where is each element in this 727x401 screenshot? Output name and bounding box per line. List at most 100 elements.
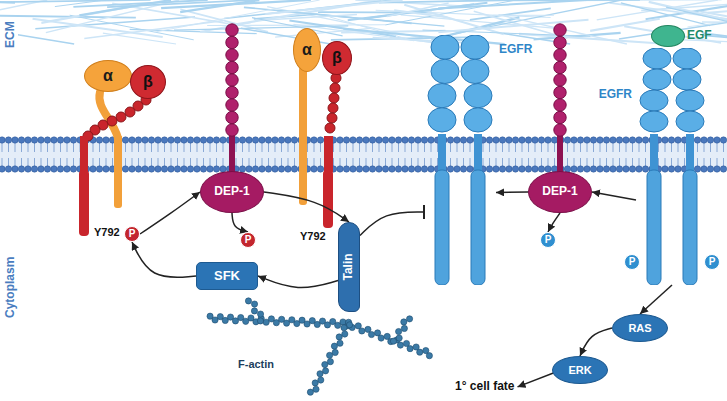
lipid-head <box>337 166 343 172</box>
lipid-head <box>194 137 200 143</box>
alpha-tail <box>114 170 122 208</box>
lipid-tail <box>639 143 640 166</box>
lipid-head <box>447 166 453 172</box>
receptor-domain <box>673 48 701 69</box>
phosphate-mark: P <box>704 254 720 270</box>
lipid-head <box>499 166 505 172</box>
actin-monomer <box>368 331 374 337</box>
arrow-connector <box>548 213 560 232</box>
lipid-head <box>31 166 37 172</box>
receptor-domain <box>464 108 492 132</box>
fn3-domain <box>554 111 566 123</box>
lipid-head <box>343 166 349 172</box>
lipid-head <box>122 166 128 172</box>
arrow-connector <box>640 285 672 314</box>
lipid-head <box>701 166 707 172</box>
filament-label: F-actin <box>238 358 274 371</box>
lipid-tail <box>262 143 263 166</box>
lipid-tail <box>613 143 614 166</box>
lipid-tail <box>346 143 347 166</box>
lipid-tail <box>288 143 289 166</box>
phosphate-label: P <box>709 256 716 268</box>
lipid-head <box>584 137 590 143</box>
receptor-tail <box>471 170 485 285</box>
beta-leg-domain <box>329 93 339 103</box>
lipid-tail <box>210 143 211 166</box>
actin-monomer <box>417 349 423 355</box>
lipid-head <box>272 137 278 143</box>
ecm-fiber <box>590 19 660 31</box>
lipid-tail <box>125 143 126 166</box>
lipid-head <box>51 137 57 143</box>
lipid-head <box>662 137 668 143</box>
ecm-fibers <box>0 0 727 44</box>
receptor-tail <box>647 170 661 285</box>
receptor-domain <box>643 48 671 69</box>
alpha-transmembrane <box>114 136 122 172</box>
receptor-label: EGFR <box>499 43 532 57</box>
fn3-domain <box>226 124 238 136</box>
lipid-tail <box>600 143 601 166</box>
actin-monomer <box>312 380 318 386</box>
actin-monomer <box>307 389 313 395</box>
lipid-head <box>584 166 590 172</box>
alpha-transmembrane <box>299 136 307 172</box>
receptor-domain <box>640 111 668 132</box>
fn3-domain <box>554 86 566 98</box>
arrow-connector <box>140 192 200 234</box>
lipid-head <box>571 137 577 143</box>
lipid-head <box>350 166 356 172</box>
phosphatase-domain: DEP-1 <box>528 171 592 213</box>
lipid-tail <box>398 143 399 166</box>
lipid-head <box>259 166 265 172</box>
lipid-head <box>506 166 512 172</box>
lipid-tail <box>489 143 490 166</box>
receptor-domain <box>643 69 671 90</box>
lipid-tail <box>593 143 594 166</box>
lipid-tail <box>418 143 419 166</box>
lipid-tail <box>132 143 133 166</box>
lipid-head <box>51 166 57 172</box>
lipid-head <box>207 137 213 143</box>
lipid-tail <box>60 143 61 166</box>
lipid-head <box>714 166 720 172</box>
receptor-domain <box>676 90 704 111</box>
lipid-head <box>545 137 551 143</box>
ecm-fiber <box>0 1 15 3</box>
lipid-head <box>460 137 466 143</box>
lipid-head <box>623 137 629 143</box>
arrow-connector <box>264 192 349 222</box>
lipid-tail <box>424 143 425 166</box>
receptor-chain <box>461 35 492 285</box>
lipid-head <box>70 137 76 143</box>
lipid-head <box>460 166 466 172</box>
lipid-head <box>389 166 395 172</box>
actin-monomer <box>332 349 338 355</box>
lipid-tail <box>54 143 55 166</box>
beta-subunit: β <box>130 65 166 99</box>
lipid-head <box>129 137 135 143</box>
lipid-head <box>246 137 252 143</box>
fn3-domain <box>226 36 238 48</box>
lipid-head <box>532 166 538 172</box>
actin-monomer <box>397 342 403 348</box>
lipid-head <box>577 137 583 143</box>
lipid-tail <box>632 143 633 166</box>
lipid-head <box>675 137 681 143</box>
lipid-tail <box>2 143 3 166</box>
lipid-head <box>103 137 109 143</box>
lipid-tail <box>158 143 159 166</box>
lipid-tail <box>99 143 100 166</box>
fn3-domain <box>554 124 566 136</box>
lipid-heads <box>0 166 727 172</box>
f-actin-filament <box>207 298 433 395</box>
actin-monomer <box>336 334 342 340</box>
residue-label: Y792 <box>94 226 120 239</box>
lipid-tail <box>47 143 48 166</box>
lipid-head <box>356 166 362 172</box>
lipid-head <box>389 137 395 143</box>
arrow-connector <box>592 192 636 200</box>
lipid-head <box>12 166 18 172</box>
lipid-head <box>148 166 154 172</box>
lipid-head <box>629 166 635 172</box>
